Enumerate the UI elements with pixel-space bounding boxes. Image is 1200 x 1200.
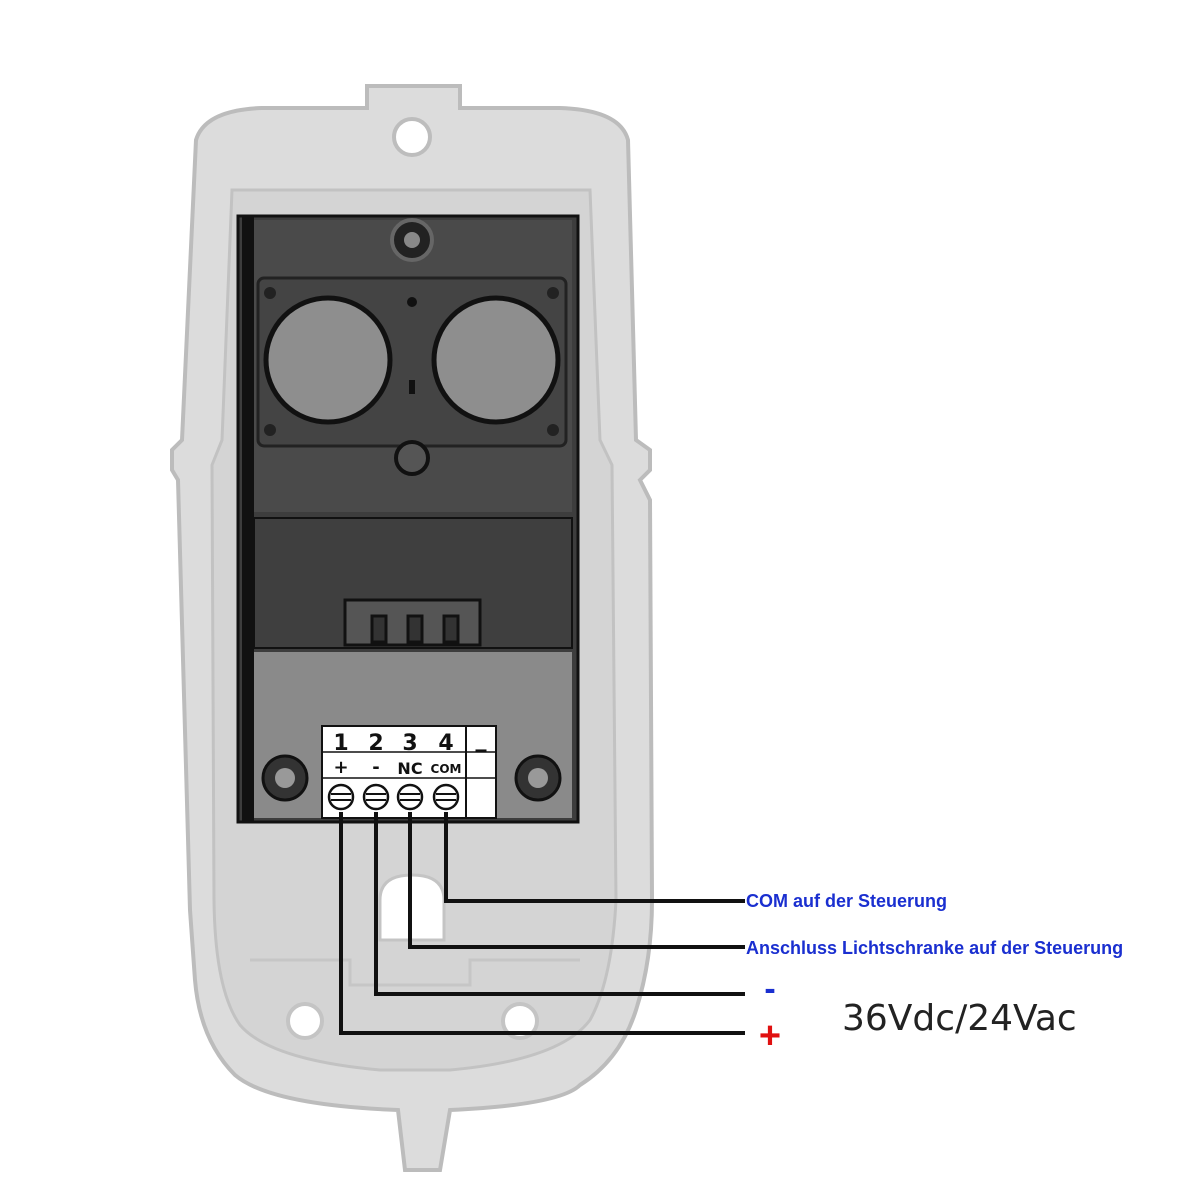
bottom-left-mount-hole	[286, 1002, 324, 1040]
terminal-1-signal: +	[333, 757, 348, 778]
terminal-1-number: 1	[333, 731, 348, 756]
left-screw-head	[275, 768, 295, 788]
connector-pin	[370, 614, 388, 644]
left-lens	[263, 295, 393, 425]
wire-com	[444, 812, 745, 903]
right-screw-head	[528, 768, 548, 788]
wire-nc	[408, 812, 745, 949]
terminal-screw-3	[396, 783, 424, 811]
connector-pin	[442, 614, 460, 644]
terminal-screw-4	[432, 783, 460, 811]
terminal-3-signal: NC	[397, 759, 422, 778]
wires	[339, 812, 745, 1035]
wire-minus	[374, 812, 745, 996]
top-screw-head	[404, 232, 420, 248]
terminal-4-number: 4	[438, 731, 453, 756]
board-edge	[242, 216, 254, 822]
bottom-right-mount-hole	[501, 1002, 539, 1040]
connector-pin	[406, 614, 424, 644]
terminal-screw-2	[362, 783, 390, 811]
indicator-led	[407, 297, 417, 307]
housing-rib	[250, 958, 580, 987]
minus-symbol: -	[764, 970, 775, 1008]
terminal-screw-1	[327, 783, 355, 811]
plate-screw	[264, 424, 276, 436]
com-connection-label: COM auf der Steuerung	[746, 891, 947, 911]
terminal-extra-mark: _	[476, 727, 487, 752]
plate-screw	[264, 287, 276, 299]
right-lens	[431, 295, 561, 425]
top-mount-hole	[392, 117, 432, 157]
supply-voltage-label: 36Vdc/24Vac	[842, 998, 1077, 1039]
nc-connection-label: Anschluss Lichtschranke auf der Steuerun…	[746, 938, 1123, 958]
terminal-block: 1 2 3 4 _ + - NC COM	[321, 725, 497, 819]
alignment-knob	[394, 440, 430, 476]
terminal-3-number: 3	[402, 731, 417, 756]
indicator-mark	[409, 380, 415, 394]
plus-symbol: +	[759, 1015, 781, 1057]
plate-screw	[547, 287, 559, 299]
terminal-2-signal: -	[372, 757, 379, 778]
wire-plus	[339, 812, 745, 1035]
plate-screw	[547, 424, 559, 436]
terminal-2-number: 2	[368, 731, 383, 756]
terminal-4-signal: COM	[431, 762, 462, 776]
